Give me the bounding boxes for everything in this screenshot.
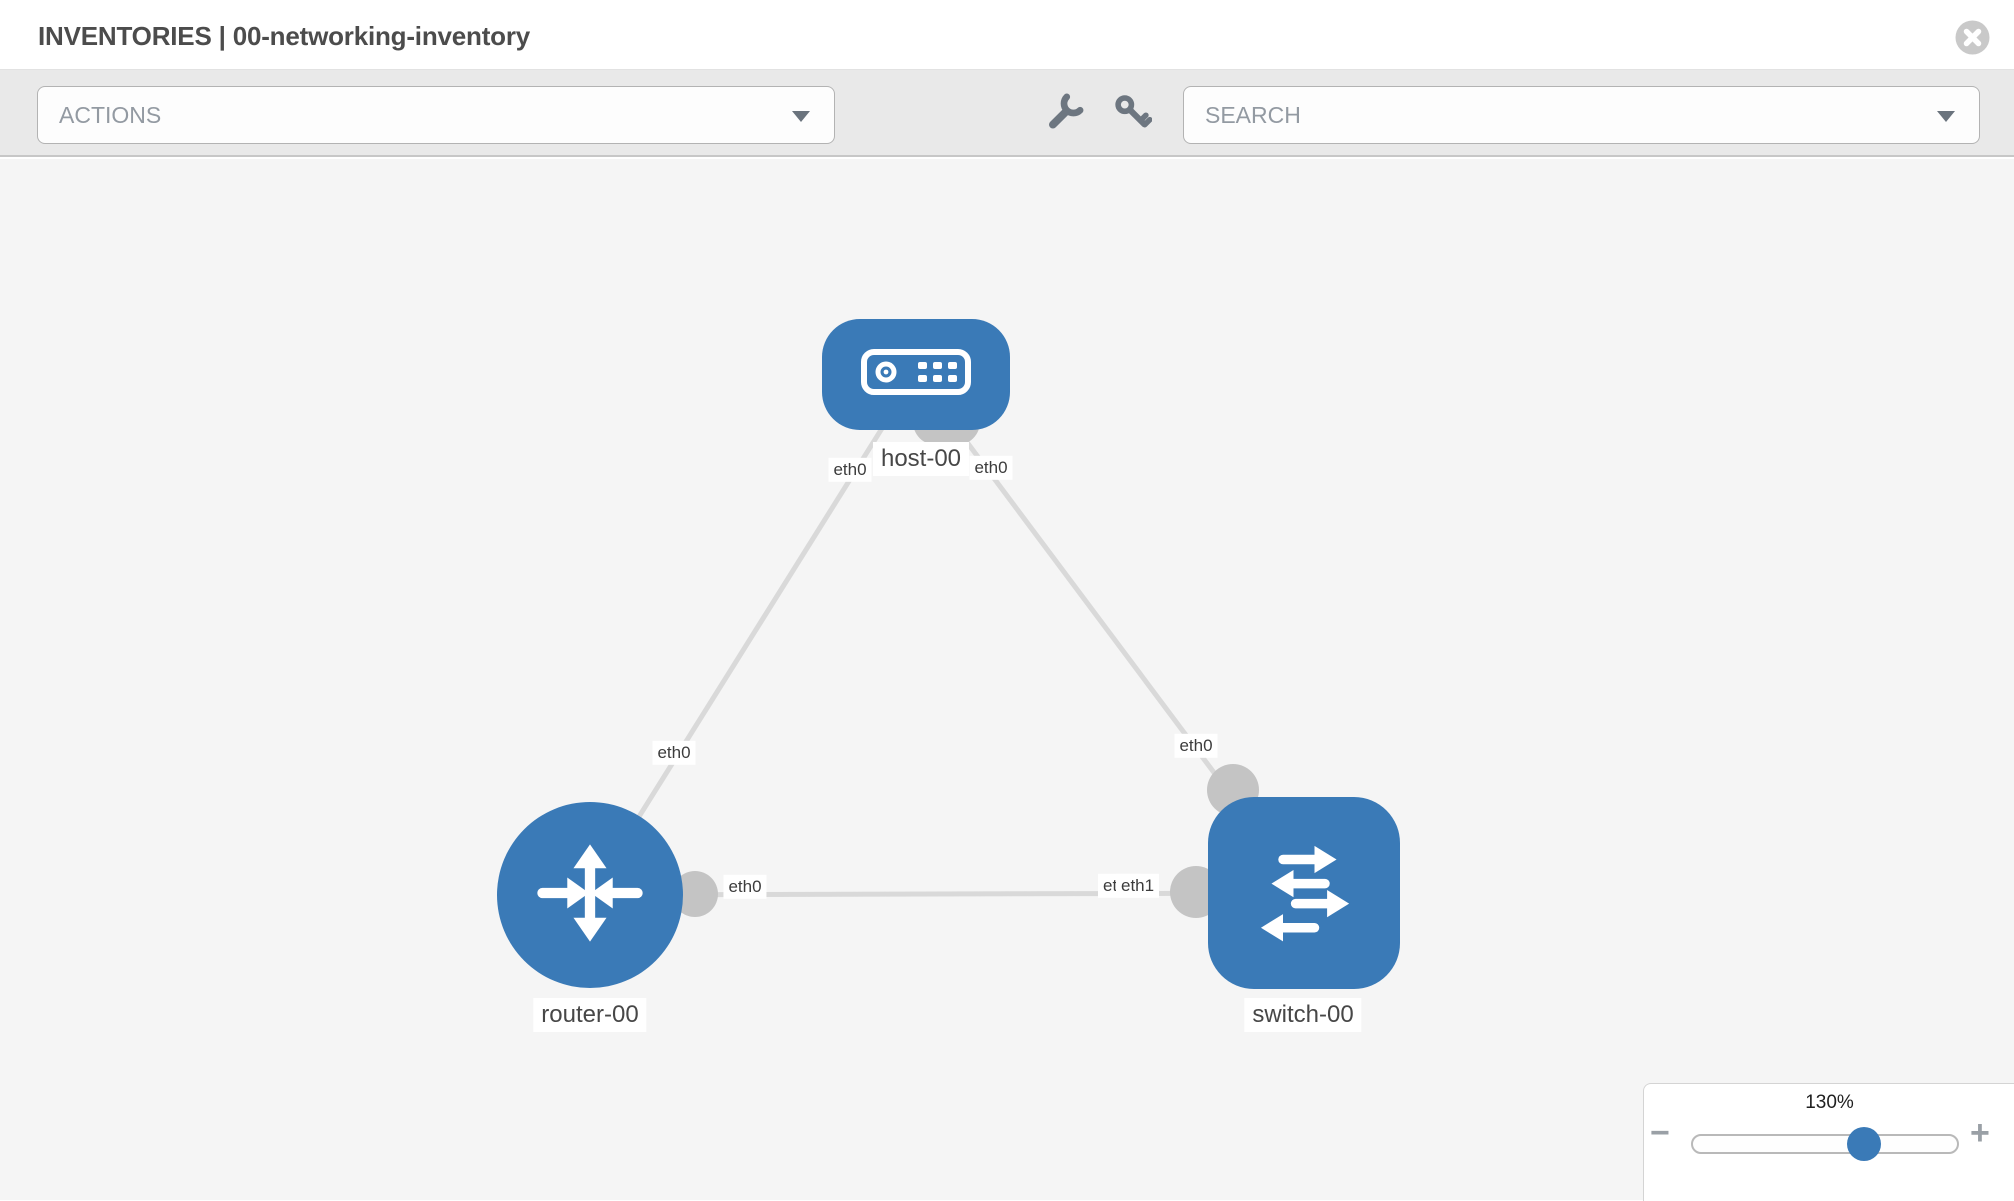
interface-label: eth1 — [1116, 873, 1160, 899]
port-circle-router — [672, 871, 718, 917]
node-host-00[interactable] — [822, 319, 1010, 430]
node-label-host: host-00 — [872, 442, 970, 476]
zoom-out-button[interactable]: − — [1650, 1114, 1670, 1152]
topology-canvas[interactable]: host-00 router-00 switch-00 eth0 eth0 et… — [0, 159, 2014, 1200]
search-dropdown-label: SEARCH — [1205, 102, 1301, 128]
actions-dropdown-label: ACTIONS — [59, 102, 162, 128]
close-button[interactable] — [1955, 20, 1990, 55]
router-icon — [528, 831, 652, 960]
interface-label: eth0 — [1174, 733, 1218, 759]
toolbar: ACTIONS SEARCH — [0, 70, 2014, 157]
zoom-in-button[interactable]: + — [1970, 1114, 1990, 1152]
links-layer — [587, 372, 1307, 918]
node-switch-00[interactable] — [1208, 797, 1400, 989]
window-header: INVENTORIES | 00-networking-inventory — [0, 0, 2014, 70]
zoom-slider-knob[interactable] — [1847, 1127, 1881, 1161]
node-label-router: router-00 — [533, 998, 647, 1032]
node-label-switch: switch-00 — [1244, 998, 1362, 1032]
wrench-icon — [1044, 93, 1084, 136]
host-icon — [860, 348, 972, 401]
configure-button[interactable] — [1042, 92, 1086, 136]
interface-label: eth0 — [723, 874, 767, 900]
x-circle-icon — [1955, 20, 1990, 58]
interface-label: eth0 — [828, 457, 872, 483]
search-dropdown[interactable]: SEARCH — [1183, 86, 1980, 144]
page-title: INVENTORIES | 00-networking-inventory — [38, 21, 531, 51]
node-router-00[interactable] — [497, 802, 683, 988]
interface-label: eth0 — [652, 740, 696, 766]
credentials-button[interactable] — [1110, 92, 1154, 136]
chevron-down-icon — [1937, 111, 1955, 122]
switch-icon — [1241, 828, 1367, 959]
key-icon — [1112, 94, 1153, 136]
interface-label: eth0 — [969, 455, 1013, 481]
zoom-level-value: 130% — [1805, 1092, 1854, 1113]
actions-dropdown[interactable]: ACTIONS — [37, 86, 835, 144]
chevron-down-icon — [792, 111, 810, 122]
zoom-slider[interactable] — [1691, 1134, 1959, 1154]
zoom-widget: 130% − + — [1643, 1083, 2014, 1201]
